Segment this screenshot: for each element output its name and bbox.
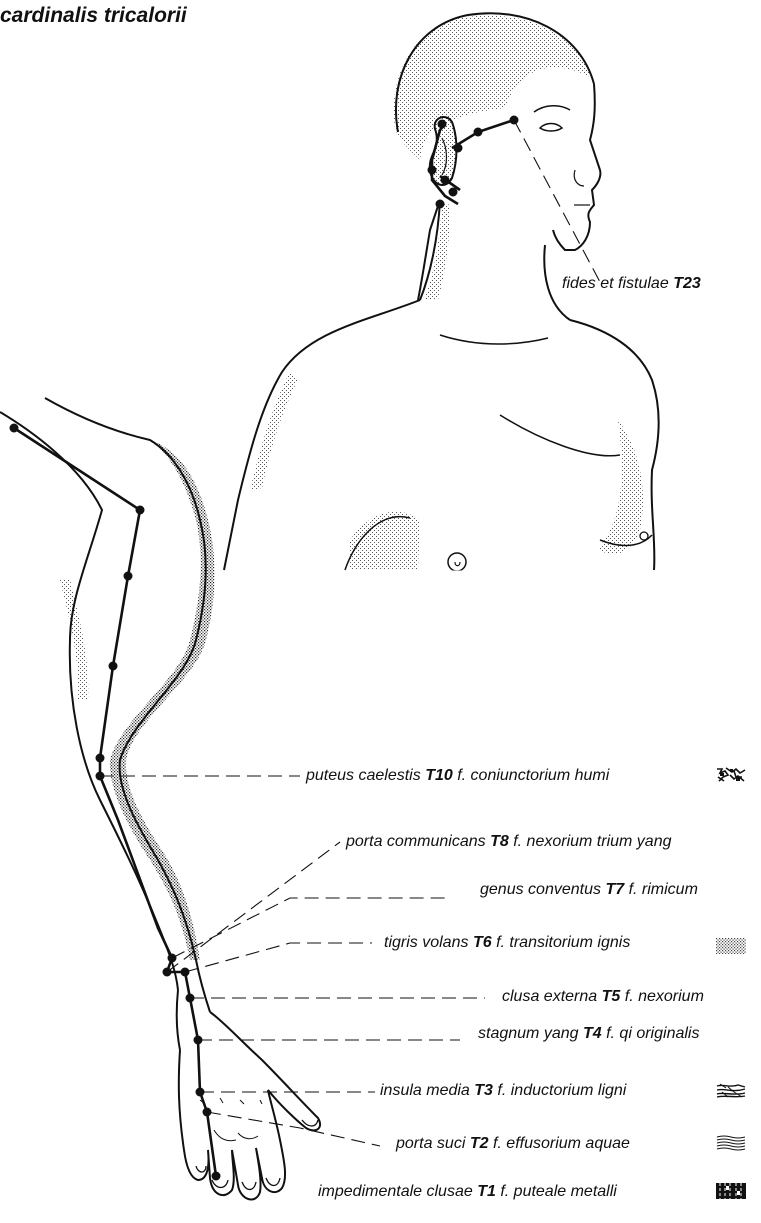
point-ear-1 <box>428 166 437 175</box>
fire-pattern-icon <box>716 938 746 954</box>
wrist-outer <box>196 960 210 1012</box>
arm-figure <box>0 398 320 1199</box>
point-t22 <box>474 128 483 137</box>
navel <box>448 553 466 571</box>
label-t3: insula media T3 f. inductorium ligni <box>380 1082 626 1100</box>
label-t7: genus conventus T7 f. rimicum <box>480 881 698 899</box>
water-pattern-icon <box>716 1135 746 1151</box>
point-ear-3 <box>449 188 458 197</box>
face-profile <box>553 84 600 250</box>
label-t10: puteus caelestis T10 f. coniunctorium hu… <box>306 767 609 785</box>
label-t23: fides et fistulae T23 <box>562 275 701 293</box>
point-upperarm-1 <box>124 572 133 581</box>
nose-line <box>574 170 584 186</box>
label-t1: impedimentale clusae T1 f. puteale metal… <box>318 1183 617 1201</box>
pectoral <box>500 415 620 456</box>
leader-t6 <box>185 943 372 972</box>
clavicle <box>440 335 548 344</box>
wrist-inner <box>177 990 180 1050</box>
nipple <box>640 532 648 540</box>
neck-shade <box>424 202 450 300</box>
point-upperarm-2 <box>109 662 118 671</box>
point-upperarm-3 <box>96 754 105 763</box>
point-elbow <box>136 506 145 515</box>
earth-pattern-icon <box>716 767 746 783</box>
wood-pattern-icon <box>716 1083 746 1099</box>
brow <box>534 106 570 112</box>
point-ear-2 <box>441 176 450 185</box>
metal-pattern-icon <box>716 1183 746 1199</box>
label-t4: stagnum yang T4 f. qi originalis <box>478 1025 699 1043</box>
point-ear-4 <box>436 200 445 209</box>
leader-t8 <box>167 842 340 972</box>
point-arm-start <box>10 424 19 433</box>
right-chest-shade <box>598 420 643 554</box>
eye <box>540 124 562 132</box>
page-title: cardinalis tricalorii <box>0 4 187 28</box>
label-t6: tigris volans T6 f. transitorium ignis <box>384 934 630 952</box>
point-t1 <box>212 1172 221 1181</box>
leader-t23 <box>514 120 600 282</box>
label-t2: porta suci T2 f. effusorium aquae <box>396 1135 630 1153</box>
point-t21 <box>454 144 463 153</box>
label-t8: porta communicans T8 f. nexorium trium y… <box>346 833 671 851</box>
label-t5: clusa externa T5 f. nexorium <box>502 988 704 1006</box>
arm-shading-inner <box>60 580 88 700</box>
point-ear-top <box>438 120 447 129</box>
